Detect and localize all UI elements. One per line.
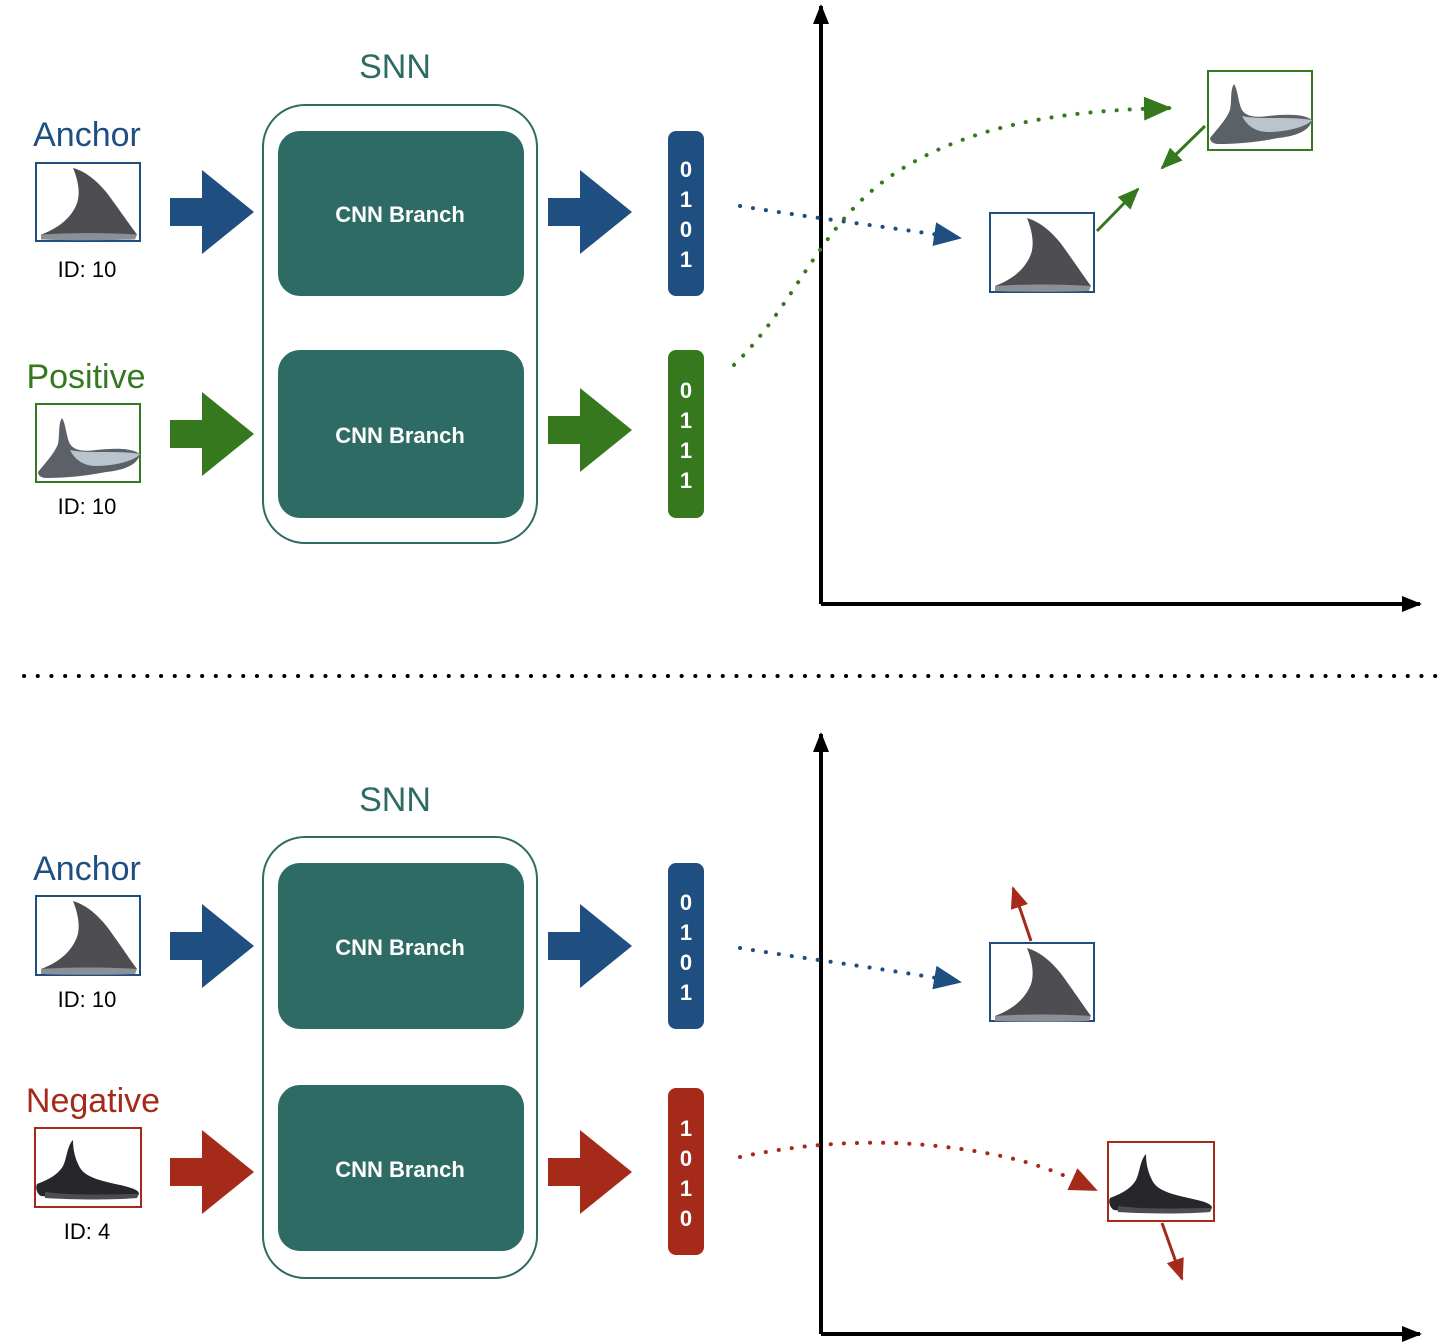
embedding-digit: 0 (680, 950, 692, 975)
positive-id: ID: 10 (58, 494, 117, 519)
cnn-branch-box (278, 1085, 524, 1251)
cnn-branch-box (278, 131, 524, 296)
block-arrow-icon (548, 1130, 632, 1214)
snn-container (262, 104, 538, 544)
cnn-branch-box (278, 863, 524, 1029)
top-panel: SNN Anchor ID: 10 Positive ID: 10 CNN Br… (26, 4, 1422, 612)
embedding-digit: 1 (680, 1176, 692, 1201)
embedding-digit: 1 (680, 980, 692, 1005)
anchor-label: Anchor (33, 116, 141, 154)
positive-embedding-vector (668, 350, 704, 518)
cnn-branch-box (278, 350, 524, 518)
snn-container (262, 836, 538, 1279)
embedding-digit: 1 (680, 247, 692, 272)
embedding-digit: 0 (680, 1206, 692, 1231)
anchor-projection (738, 946, 962, 990)
block-arrow-icon (170, 170, 254, 254)
pull-arrow (1095, 187, 1140, 233)
embedding-digit: 1 (680, 920, 692, 945)
negative-projection (738, 1140, 1098, 1192)
embedding-digit: 0 (680, 217, 692, 242)
bottom-panel: SNN Anchor ID: 10 Negative ID: 4 CNN Bra… (26, 732, 1422, 1342)
embedding-digit: 0 (680, 1146, 692, 1171)
cnn-branch-label: CNN Branch (335, 1157, 465, 1182)
embedding-digit: 1 (680, 438, 692, 463)
embedding-digit: 0 (680, 157, 692, 182)
anchor-id: ID: 10 (58, 987, 117, 1012)
block-arrow-icon (170, 904, 254, 988)
block-arrow-icon (548, 170, 632, 254)
push-arrow (1010, 886, 1033, 942)
pull-arrow (1160, 124, 1207, 170)
anchor-projection (738, 204, 962, 247)
push-arrow (1160, 1222, 1184, 1281)
negative-embedding-vector (668, 1088, 704, 1255)
embedding-digit: 1 (680, 468, 692, 493)
anchor-embedding-vector (668, 131, 704, 296)
positive-label: Positive (26, 358, 145, 396)
anchor-label: Anchor (33, 850, 141, 888)
embedding-digit: 0 (680, 378, 692, 403)
cnn-branch-label: CNN Branch (335, 202, 465, 227)
cnn-branch-label: CNN Branch (335, 423, 465, 448)
anchor-id: ID: 10 (58, 257, 117, 282)
cnn-branch-label: CNN Branch (335, 935, 465, 960)
block-arrow-icon (170, 392, 254, 476)
snn-label: SNN (359, 781, 431, 819)
embedding-digit: 1 (680, 408, 692, 433)
snn-label: SNN (359, 48, 431, 86)
negative-id: ID: 4 (64, 1219, 110, 1244)
embedding-digit: 1 (680, 1116, 692, 1141)
block-arrow-icon (548, 904, 632, 988)
embedding-digit: 1 (680, 187, 692, 212)
anchor-embedding-vector (668, 863, 704, 1029)
positive-projection (732, 96, 1172, 367)
block-arrow-icon (170, 1130, 254, 1214)
embedding-digit: 0 (680, 890, 692, 915)
negative-label: Negative (26, 1082, 160, 1120)
block-arrow-icon (548, 388, 632, 472)
